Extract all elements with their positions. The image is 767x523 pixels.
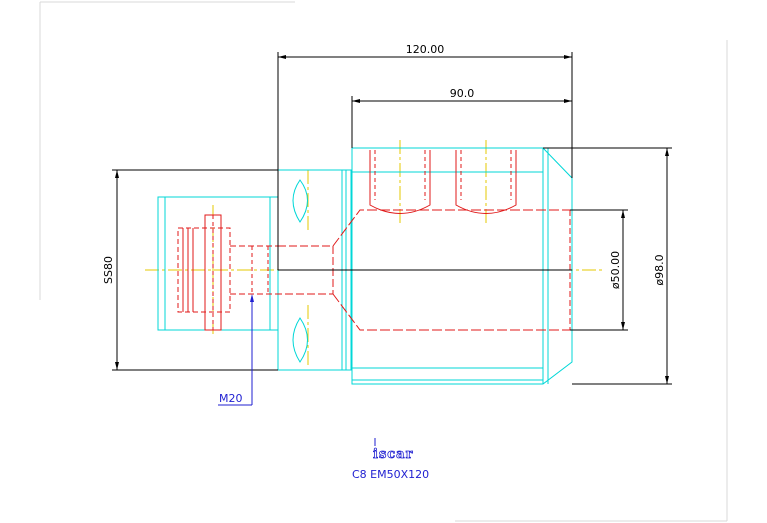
dimension-arrows [115, 55, 669, 384]
dim-bore-diameter: ø50.00 [609, 251, 622, 289]
dim-outer-diameter: ø98.0 [653, 254, 666, 285]
thread-label: M20 [219, 392, 243, 405]
dim-overall-length: 120.00 [406, 43, 445, 56]
part-code: C8 EM50X120 [352, 468, 429, 481]
svg-text:iscar: iscar [373, 447, 413, 462]
dim-shank-diameter: SS80 [102, 256, 115, 284]
dimension-lines [112, 52, 672, 385]
iscar-logo: iscar [373, 438, 413, 462]
tool-outline [157, 147, 573, 385]
sheet-border [39, 1, 728, 522]
dim-body-length: 90.0 [450, 87, 475, 100]
thread-leader [218, 298, 253, 406]
thread-leader-arrow [250, 294, 254, 302]
hidden-lines [177, 150, 571, 331]
